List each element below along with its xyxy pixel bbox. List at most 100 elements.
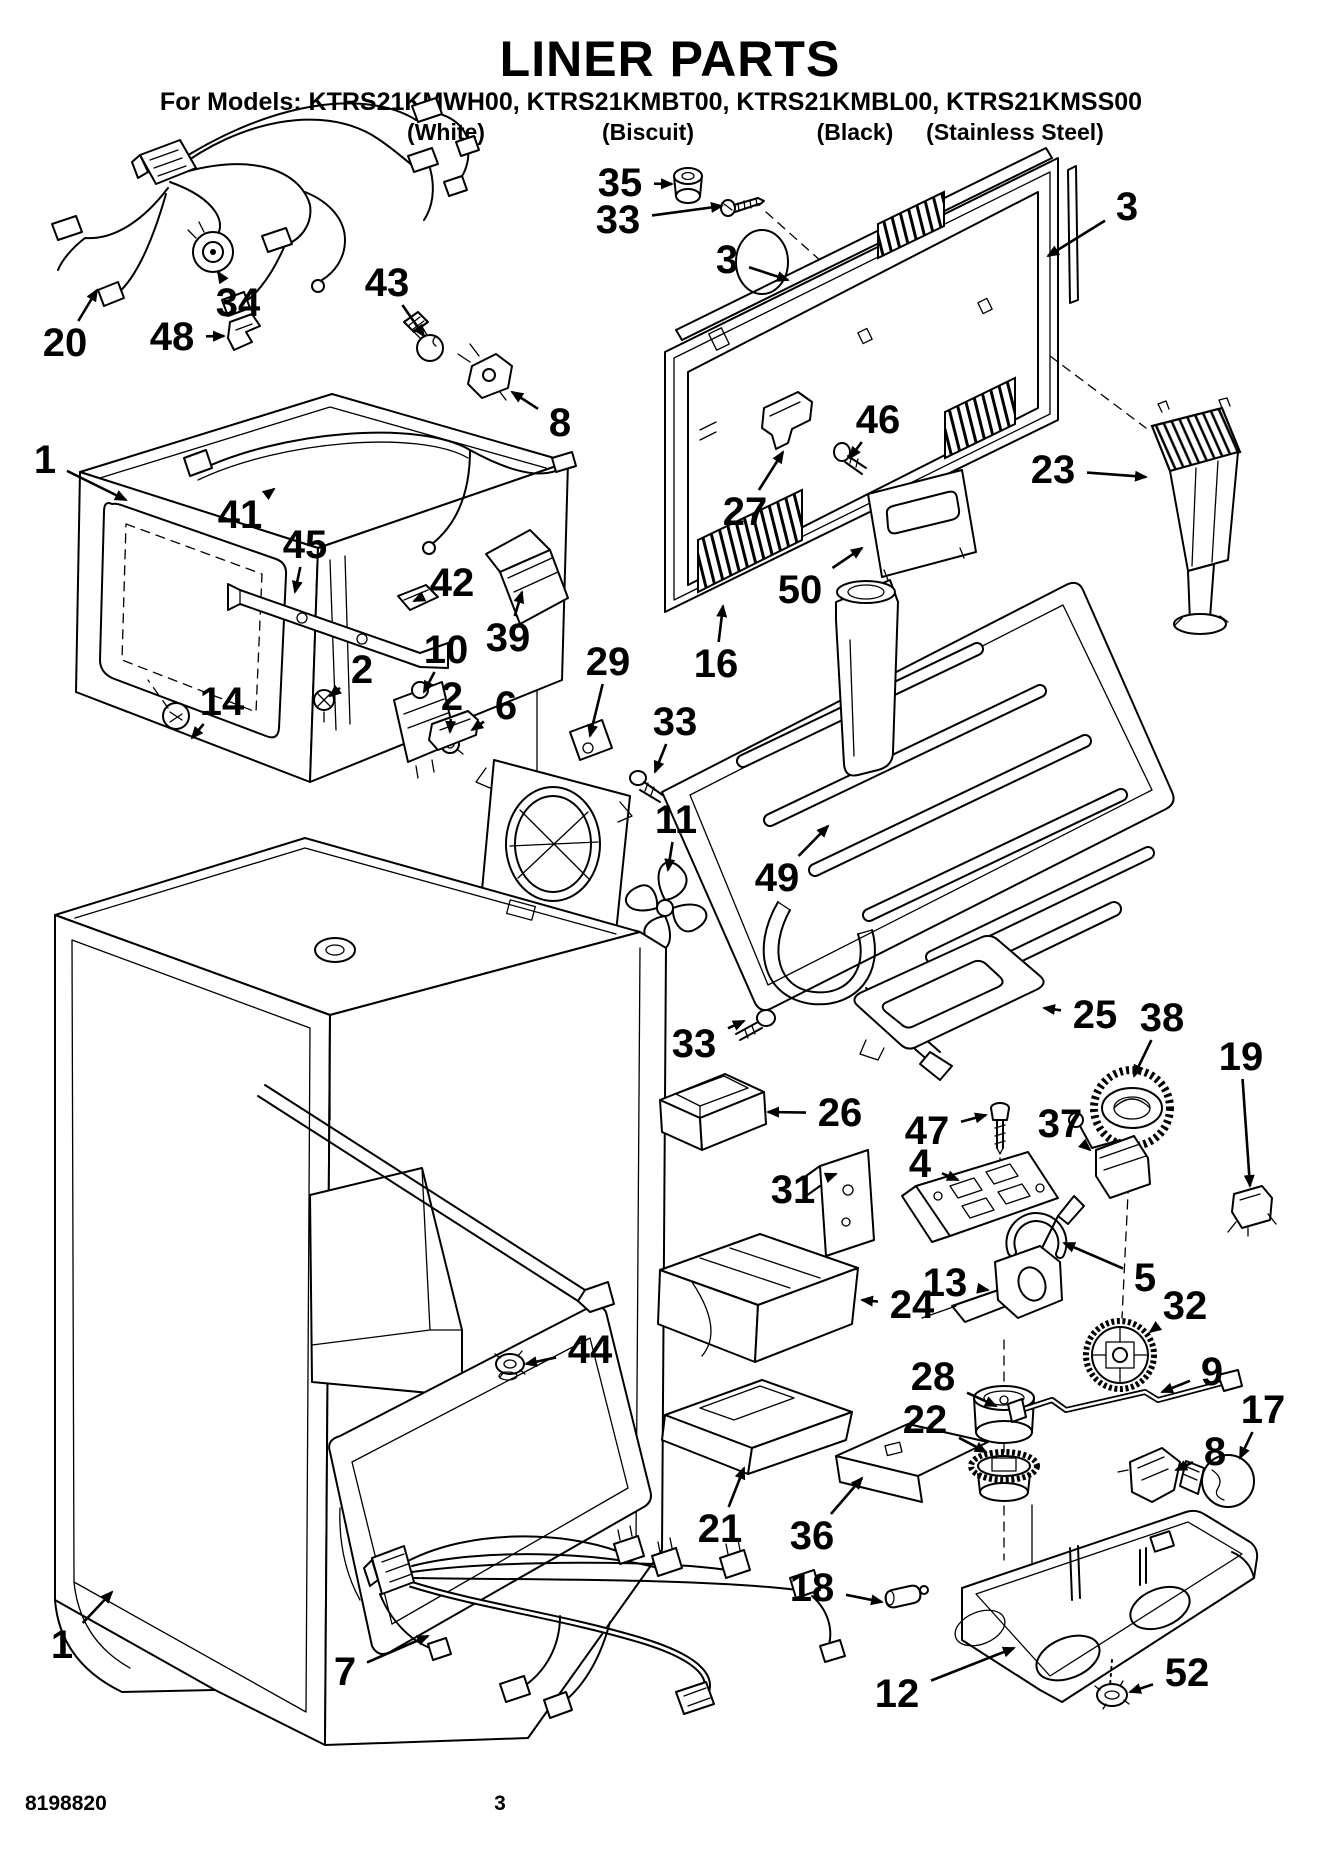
callout-arrow-3-6 — [749, 267, 788, 280]
lamp-socket-8a-drawing — [458, 344, 512, 400]
callout-38-30: 38 — [1140, 996, 1185, 1040]
callout-arrow-5-37 — [1064, 1243, 1123, 1268]
callout-arrow-24-39 — [862, 1300, 878, 1302]
lamp-socket-8b-drawing — [1118, 1448, 1180, 1502]
callout-32-40: 32 — [1163, 1284, 1208, 1328]
diagram-line-art — [52, 98, 1276, 1745]
callout-52-50: 52 — [1165, 1651, 1210, 1695]
callout-39-13: 39 — [486, 616, 531, 660]
callout-36-47: 36 — [790, 1514, 835, 1558]
callout-arrow-8-8 — [512, 392, 538, 409]
callout-8-45: 8 — [1204, 1430, 1226, 1474]
callout-43-3: 43 — [365, 261, 410, 305]
callout-17-44: 17 — [1241, 1388, 1286, 1432]
callout-22-43: 22 — [903, 1398, 948, 1442]
callout-1-53: 1 — [51, 1623, 73, 1667]
plate-31-drawing — [806, 1150, 874, 1256]
callout-41-10: 41 — [218, 493, 263, 537]
callout-arrow-25-29 — [1044, 1008, 1061, 1010]
callout-46-24: 46 — [856, 398, 901, 442]
page-title: LINER PARTS — [500, 31, 841, 87]
cam-32-drawing — [1086, 1321, 1154, 1389]
fuse-18-drawing — [886, 1586, 928, 1608]
gear-38-drawing — [1094, 1070, 1170, 1318]
callout-arrow-33-5 — [652, 206, 722, 215]
header: LINER PARTS For Models: KTRS21KMWH00, KT… — [160, 31, 1142, 145]
footer: 8198820 3 — [25, 1792, 506, 1815]
callout-3-7: 3 — [1116, 185, 1138, 229]
page-number: 3 — [494, 1792, 506, 1815]
callout-3-6: 3 — [716, 238, 738, 282]
callout-8-8: 8 — [549, 401, 571, 445]
doc-number: 8198820 — [25, 1792, 107, 1815]
grommet-35-drawing — [674, 168, 702, 203]
callout-45-11: 45 — [283, 523, 328, 567]
callout-2-15: 2 — [351, 648, 373, 692]
callout-37-34: 37 — [1038, 1102, 1083, 1146]
callout-29-19: 29 — [586, 640, 631, 684]
finish-label-1: (Biscuit) — [602, 119, 694, 145]
callout-49-27: 49 — [755, 856, 800, 900]
callout-arrow-20-0 — [78, 290, 97, 321]
callout-16-21: 16 — [694, 642, 739, 686]
callout-33-20: 33 — [653, 700, 698, 744]
callout-arrow-18-48 — [846, 1595, 882, 1602]
callout-20-0: 20 — [43, 321, 88, 365]
callout-arrow-21-46 — [729, 1468, 744, 1507]
shelf-frame-25-drawing — [854, 936, 1043, 1060]
callout-9-42: 9 — [1201, 1350, 1223, 1394]
callout-arrow-52-50 — [1130, 1684, 1153, 1692]
callout-25-29: 25 — [1073, 993, 1118, 1037]
callout-18-48: 18 — [790, 1566, 835, 1610]
callout-arrow-42-12 — [414, 599, 418, 601]
finish-row: (White)(Biscuit)(Black)(Stainless Steel) — [407, 119, 1104, 145]
callout-arrow-23-25 — [1087, 473, 1146, 477]
callout-26-32: 26 — [818, 1091, 863, 1135]
callout-arrow-32-40 — [1150, 1328, 1155, 1332]
callout-33-5: 33 — [596, 198, 641, 242]
bracket-19-drawing — [1228, 1186, 1276, 1236]
callout-14-16: 14 — [200, 680, 245, 724]
finish-label-3: (Stainless Steel) — [926, 119, 1104, 145]
callout-arrow-17-44 — [1240, 1432, 1252, 1458]
callout-arrow-2-17 — [450, 719, 451, 732]
callout-44-51: 44 — [568, 1328, 613, 1372]
callout-24-39: 24 — [890, 1283, 935, 1327]
callout-10-14: 10 — [424, 628, 469, 672]
callout-arrow-37-34 — [1085, 1146, 1090, 1150]
callout-23-25: 23 — [1031, 448, 1076, 492]
callout-1-9: 1 — [34, 438, 56, 482]
callout-6-18: 6 — [495, 684, 517, 728]
callout-arrow-50-22 — [832, 548, 862, 568]
bulb-43-drawing — [404, 312, 443, 361]
callout-50-22: 50 — [778, 568, 823, 612]
callout-arrow-26-32 — [768, 1112, 806, 1113]
callout-19-31: 19 — [1219, 1035, 1264, 1079]
lower-liner-1-drawing — [55, 838, 666, 1745]
models-line: For Models: KTRS21KMWH00, KTRS21KMBT00, … — [160, 88, 1142, 116]
callout-21-46: 21 — [698, 1507, 743, 1551]
callout-arrow-19-31 — [1243, 1079, 1250, 1186]
callout-12-49: 12 — [875, 1672, 920, 1716]
callout-4-35: 4 — [909, 1142, 932, 1186]
callout-arrow-33-20 — [655, 744, 666, 772]
callout-42-12: 42 — [430, 561, 475, 605]
callout-arrow-33-28 — [728, 1021, 744, 1028]
tray-12-drawing — [950, 1511, 1257, 1709]
foam-duct-21-drawing — [662, 1380, 852, 1474]
screw-33c-drawing — [736, 1010, 775, 1040]
callout-arrow-13-38 — [979, 1289, 988, 1290]
callout-arrow-47-33 — [961, 1115, 986, 1122]
callout-31-36: 31 — [771, 1168, 816, 1212]
callout-28-41: 28 — [911, 1355, 956, 1399]
callout-34-1: 34 — [216, 281, 261, 325]
foam-duct-26-drawing — [660, 1074, 766, 1150]
callout-arrow-16-21 — [719, 606, 723, 642]
callout-48-2: 48 — [150, 315, 195, 359]
callout-5-37: 5 — [1134, 1256, 1156, 1300]
callout-arrow-34-1 — [218, 272, 224, 281]
callout-33-28: 33 — [672, 1022, 717, 1066]
callout-2-17: 2 — [441, 675, 463, 719]
callout-27-23: 27 — [723, 490, 768, 534]
